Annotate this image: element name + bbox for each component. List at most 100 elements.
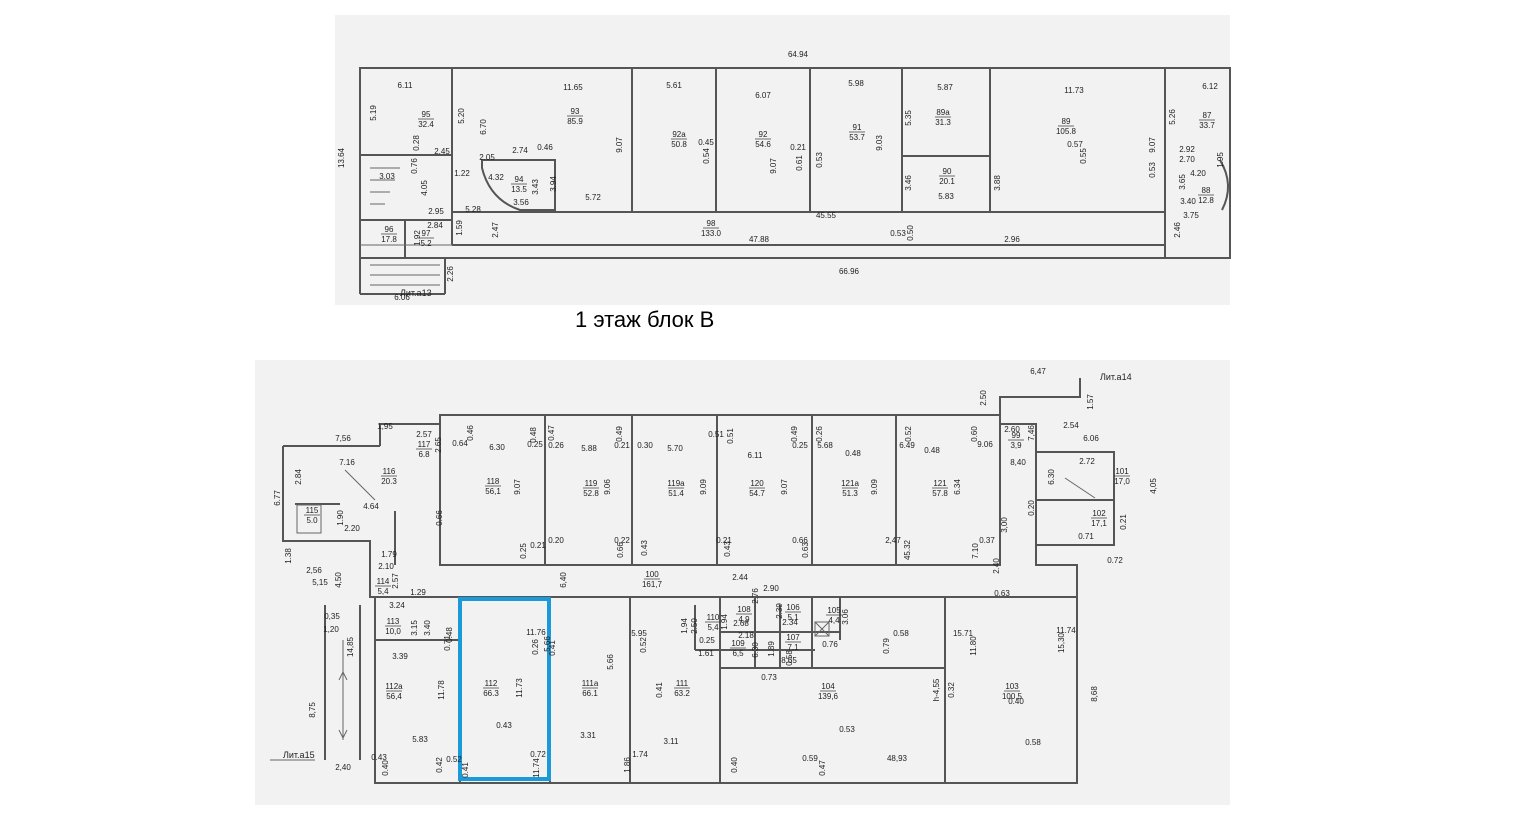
dimension-label: 8,75 — [308, 702, 317, 718]
dimension-label: 0.53 — [890, 229, 906, 238]
dimension-label: 3.11 — [664, 737, 680, 746]
room-area: 56,4 — [386, 692, 402, 701]
top-plan-walls — [359, 67, 1231, 295]
dimension-label: 6.30 — [751, 642, 760, 658]
dimension-label: 6.70 — [479, 119, 488, 135]
room-number: 101 — [1115, 467, 1129, 476]
dimension-label: 2.90 — [763, 584, 779, 593]
room-area: 54.7 — [749, 489, 765, 498]
room-area: 51.3 — [842, 489, 858, 498]
room-number: 106 — [786, 603, 800, 612]
dimension-label: 0.55 — [1079, 148, 1088, 164]
dimension-label: 0.58 — [1025, 738, 1041, 747]
dimension-label: 0.47 — [547, 425, 556, 441]
dimension-label: 0.37 — [979, 536, 995, 545]
dimension-label: 2.10 — [378, 562, 394, 571]
dimension-label: 6.11 — [748, 451, 764, 460]
room-number: 91 — [853, 123, 862, 132]
room-number: 112 — [485, 679, 498, 688]
dimension-label: 11.78 — [437, 680, 446, 700]
dimension-label: 14,85 — [346, 636, 355, 657]
dimension-label: 0.58 — [893, 629, 909, 638]
highlight-room-112 — [458, 597, 551, 781]
dimension-label: 4,05 — [1149, 478, 1158, 494]
dimension-label: 0.26 — [548, 441, 564, 450]
dimension-label: 0.21 — [530, 541, 546, 550]
dimension-label: 5.28 — [465, 205, 481, 214]
room-number: 92а — [672, 130, 686, 139]
dimension-label: 2.72 — [1079, 457, 1095, 466]
room-area: 3,9 — [1010, 441, 1022, 450]
dimension-label: 11.74 — [1056, 626, 1076, 635]
room-area: 20.1 — [939, 177, 955, 186]
dimension-label: 3.43 — [531, 179, 540, 195]
dimension-label: 7,46 — [1027, 425, 1036, 441]
room-number: 108 — [737, 605, 751, 614]
dimension-label: 3.39 — [392, 652, 408, 661]
room-number: 120 — [750, 479, 764, 488]
room-number: 97 — [422, 229, 431, 238]
dimension-label: 0.21 — [716, 536, 732, 545]
dimension-label: 2.68 — [733, 619, 749, 628]
room-number: 110 — [707, 613, 720, 622]
dimension-label: 1,20 — [323, 625, 339, 634]
dimension-label: 2.44 — [732, 573, 748, 582]
room-area: 6,5 — [732, 649, 744, 658]
room-area: 66.3 — [483, 689, 499, 698]
room-area: 31.3 — [935, 118, 951, 127]
room-number: 103 — [1005, 682, 1019, 691]
dimension-label: 0.26 — [531, 639, 540, 655]
dimension-label: 6.11 — [398, 81, 414, 90]
dimension-label: 2.76 — [751, 588, 760, 604]
room-area: 57.8 — [932, 489, 948, 498]
dimension-label: 0.42 — [435, 757, 444, 773]
room-area: 85.9 — [567, 117, 583, 126]
room-area: 5,4 — [377, 587, 389, 596]
dimension-label: 2,40 — [335, 763, 351, 772]
room-number: 113 — [387, 617, 400, 626]
dimension-label: 5,15 — [312, 578, 328, 587]
dimension-label: 5.20 — [457, 108, 466, 124]
dimension-label: 6.49 — [899, 441, 915, 450]
room-number: 104 — [821, 682, 835, 691]
dimension-label: 0.40 — [1008, 697, 1024, 706]
dimension-label: 8.65 — [781, 656, 797, 665]
dimension-label: 3.31 — [580, 731, 596, 740]
room-number: 102 — [1092, 509, 1106, 518]
room-number: 121а — [841, 479, 859, 488]
dimension-label: 8,40 — [1010, 458, 1026, 467]
room-area: 139,6 — [818, 692, 839, 701]
dimension-label: 9.06 — [603, 479, 612, 495]
dimension-label: 9.03 — [875, 135, 884, 151]
bottom-room-labels: 11856,111952.8119а51.412054.7121а51.3121… — [304, 431, 1130, 701]
room-number: 107 — [786, 633, 800, 642]
room-area: 32.4 — [418, 120, 434, 129]
dimension-label: 3.75 — [1183, 211, 1199, 220]
room-area: 5.2 — [420, 239, 432, 248]
dimension-label: 2,47 — [885, 536, 901, 545]
dimension-label: 6,40 — [559, 572, 568, 588]
dimension-label: 3.65 — [1178, 174, 1187, 190]
room-number: 94 — [515, 175, 524, 184]
room-area: 10,0 — [385, 627, 401, 636]
dimension-label: 3,00 — [1000, 517, 1009, 533]
dimension-label: 0.51 — [726, 428, 735, 444]
dimension-label: 13.64 — [337, 147, 346, 168]
dimension-label: 0.45 — [698, 138, 714, 147]
room-number: 117 — [418, 440, 431, 449]
dimension-label: 9.06 — [977, 440, 993, 449]
dimension-label: 2.84 — [294, 469, 303, 485]
dimension-label: 0.43 — [496, 721, 512, 730]
dimension-label: 11.73 — [515, 678, 524, 698]
room-area: 63.2 — [674, 689, 690, 698]
room-area: 56,1 — [485, 487, 501, 496]
room-number: 89 — [1062, 117, 1071, 126]
dimension-label: 0.21 — [1119, 514, 1128, 530]
dimension-label: 1.29 — [410, 588, 426, 597]
dimension-label: 0.71 — [443, 635, 452, 651]
room-area: 50.8 — [671, 140, 687, 149]
room-number: 105 — [827, 606, 841, 615]
dimension-label: 6,47 — [1030, 367, 1046, 376]
